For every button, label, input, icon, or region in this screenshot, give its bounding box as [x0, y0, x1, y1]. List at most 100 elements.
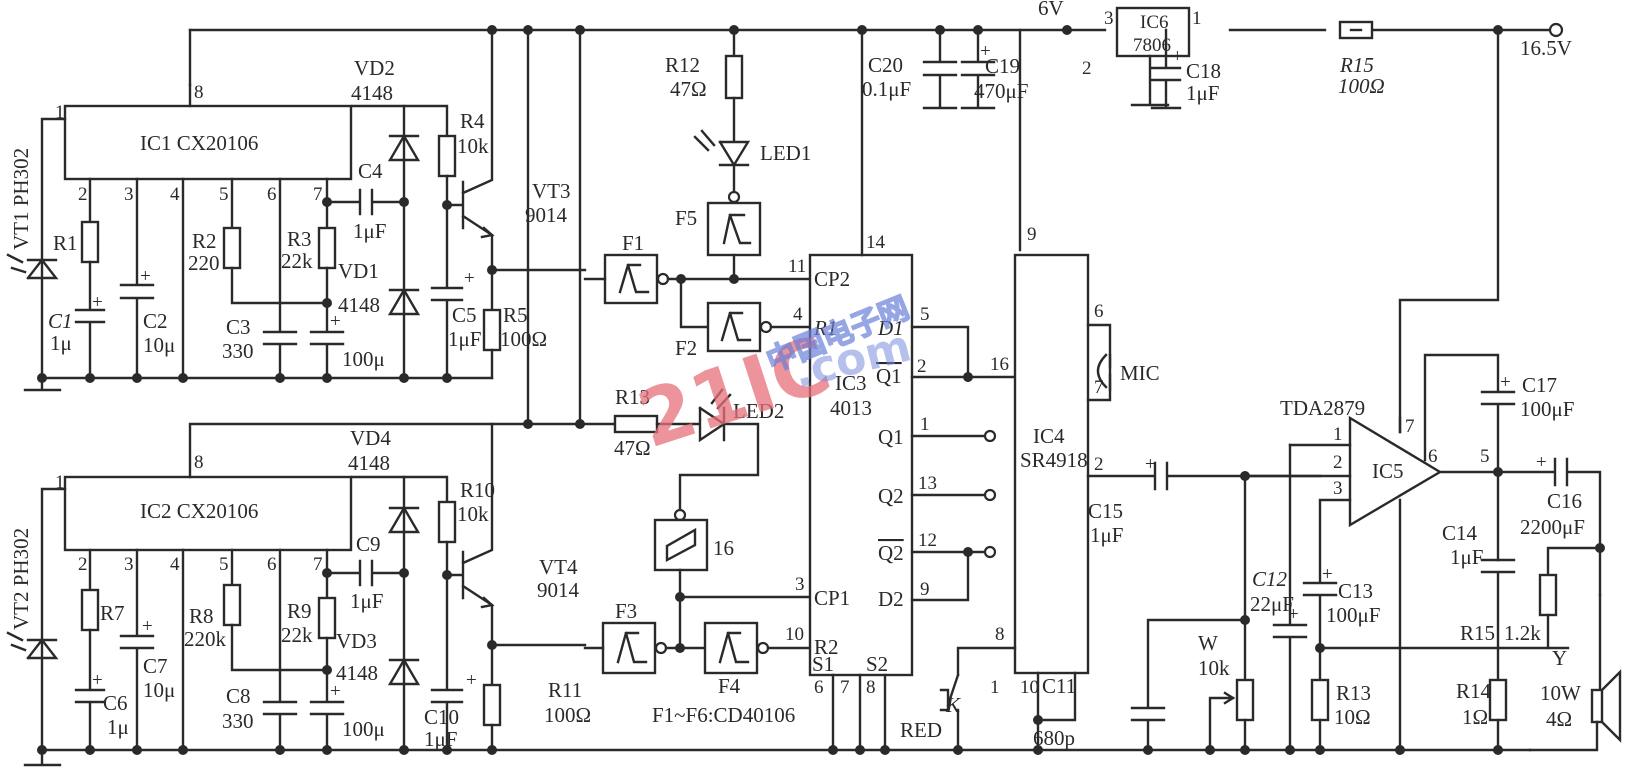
- vd2-value: 4148: [351, 81, 393, 105]
- vd1-label: VD1: [338, 259, 379, 283]
- r2-value: 220: [188, 251, 220, 275]
- led2-label: LED2: [733, 399, 784, 423]
- c8-value: 330: [222, 709, 254, 733]
- ic4-pin6: 6: [1094, 301, 1104, 322]
- c19-label: C19: [985, 54, 1020, 78]
- c15-label: C15: [1088, 499, 1123, 523]
- c-100u-b-value: 100μ: [342, 717, 385, 741]
- ic5-pin3: 3: [1333, 478, 1343, 499]
- ic4-name: IC4: [1033, 424, 1065, 448]
- ic3-name: IC3: [835, 371, 867, 395]
- r15-top-label: R15: [1339, 53, 1374, 77]
- ic5-pin2: 2: [1333, 452, 1343, 473]
- r5-label: R5: [503, 303, 528, 327]
- c18-plus: +: [1172, 46, 1183, 67]
- watermark-logo: 21IC 中国电子网 .com: [628, 290, 916, 466]
- ic1-pin3: 3: [124, 184, 134, 205]
- red-label: RED: [900, 718, 942, 742]
- c14-value: 1μF: [1450, 545, 1483, 569]
- ic3-pin3: 3: [795, 574, 805, 595]
- f5-label: F5: [675, 206, 697, 230]
- r8-value: 220k: [184, 627, 227, 651]
- c8-label: C8: [226, 684, 251, 708]
- c1-plus: +: [92, 292, 103, 313]
- rail-6v-label: 6V: [1038, 0, 1064, 20]
- ic4-pin10: 10: [1020, 677, 1039, 698]
- f6-label: 16: [713, 536, 734, 560]
- ic3-r2: R2: [814, 635, 839, 659]
- vd4-label: VD4: [350, 426, 391, 450]
- c19-value: 470μF: [974, 79, 1028, 103]
- ic4-pin9: 9: [1027, 224, 1037, 245]
- ic4-pin8: 8: [995, 624, 1005, 645]
- c16-label: C16: [1547, 489, 1582, 513]
- ic3-s1: S1: [812, 652, 834, 676]
- c6-value: 1μ: [107, 715, 129, 739]
- ic1-pin6: 6: [267, 184, 277, 205]
- ic6-name: IC6: [1140, 12, 1169, 33]
- ic2-pin7: 7: [313, 554, 323, 575]
- ic4-pin1: 1: [990, 677, 1000, 698]
- r13b-label: R13: [1336, 681, 1371, 705]
- ic3-pin12: 12: [918, 530, 937, 551]
- ic4-pin7: 7: [1094, 377, 1104, 398]
- vd2-label: VD2: [354, 56, 395, 80]
- gates-note: F1~F6:CD40106: [652, 703, 795, 727]
- c13-label: C13: [1338, 579, 1373, 603]
- c15-plus: +: [1145, 454, 1156, 475]
- c9-value: 1μF: [350, 589, 383, 613]
- c19-plus: +: [980, 41, 991, 62]
- c5-plus: +: [464, 268, 475, 289]
- r14-value: 1Ω: [1462, 705, 1488, 729]
- vt3-value: 9014: [525, 203, 568, 227]
- c10-label: C10: [424, 705, 459, 729]
- ic5-pin5: 5: [1480, 446, 1490, 467]
- c20-label: C20: [868, 53, 903, 77]
- input-voltage-label: 16.5V: [1520, 36, 1572, 60]
- ic3-pin4: 4: [793, 304, 803, 325]
- ic3-cp1: CP1: [814, 586, 850, 610]
- ic1-pin1: 1: [55, 102, 65, 123]
- ic5-pin1: 1: [1333, 424, 1343, 445]
- c5-label: C5: [452, 303, 477, 327]
- c1-value: 1μ: [50, 331, 72, 355]
- gates-and-leds: [526, 28, 810, 675]
- speaker-label: Y: [1552, 646, 1567, 670]
- ic2-pin1: 1: [55, 472, 65, 493]
- ic3-part: 4013: [830, 396, 872, 420]
- c11-label: C11: [1042, 674, 1076, 698]
- r13b-value: 10Ω: [1334, 705, 1371, 729]
- vd4-value: 4148: [348, 451, 390, 475]
- speaker-power: 10W: [1540, 681, 1581, 705]
- vd1-value: 4148: [338, 293, 380, 317]
- c10-plus: +: [466, 670, 477, 691]
- c3-value: 330: [222, 339, 254, 363]
- f4-label: F4: [718, 674, 741, 698]
- ic3-pin2: 2: [917, 356, 927, 377]
- c1-label: C1: [48, 309, 73, 333]
- ic5-part: TDA2879: [1280, 396, 1365, 420]
- c4-value: 1μF: [353, 219, 386, 243]
- ic3-pin5: 5: [920, 304, 930, 325]
- ic3-r1: R1: [813, 316, 837, 340]
- speaker-impedance: 4Ω: [1546, 707, 1572, 731]
- ic6-pin3: 3: [1104, 8, 1114, 29]
- vd3-value: 4148: [336, 661, 378, 685]
- ic3-s2: S2: [866, 652, 888, 676]
- ic3-d2: D2: [878, 587, 904, 611]
- c11-value: 680p: [1033, 726, 1075, 750]
- c15-value: 1μF: [1090, 523, 1123, 547]
- vt1-label: VT1 PH302: [9, 148, 33, 250]
- ic2-pin6: 6: [267, 554, 277, 575]
- r9-label: R9: [287, 599, 312, 623]
- c-100u-a-value: 100μ: [342, 347, 385, 371]
- vt4-label: VT4: [539, 555, 578, 579]
- c3-label: C3: [226, 315, 251, 339]
- ic3-pin8: 8: [866, 677, 876, 698]
- k-label: K: [945, 693, 961, 717]
- ic2-pin2: 2: [78, 554, 88, 575]
- c2-value: 10μ: [143, 333, 175, 357]
- ic3-pin9: 9: [920, 579, 930, 600]
- r11-value: 100Ω: [544, 703, 591, 727]
- r10-label: R10: [460, 478, 495, 502]
